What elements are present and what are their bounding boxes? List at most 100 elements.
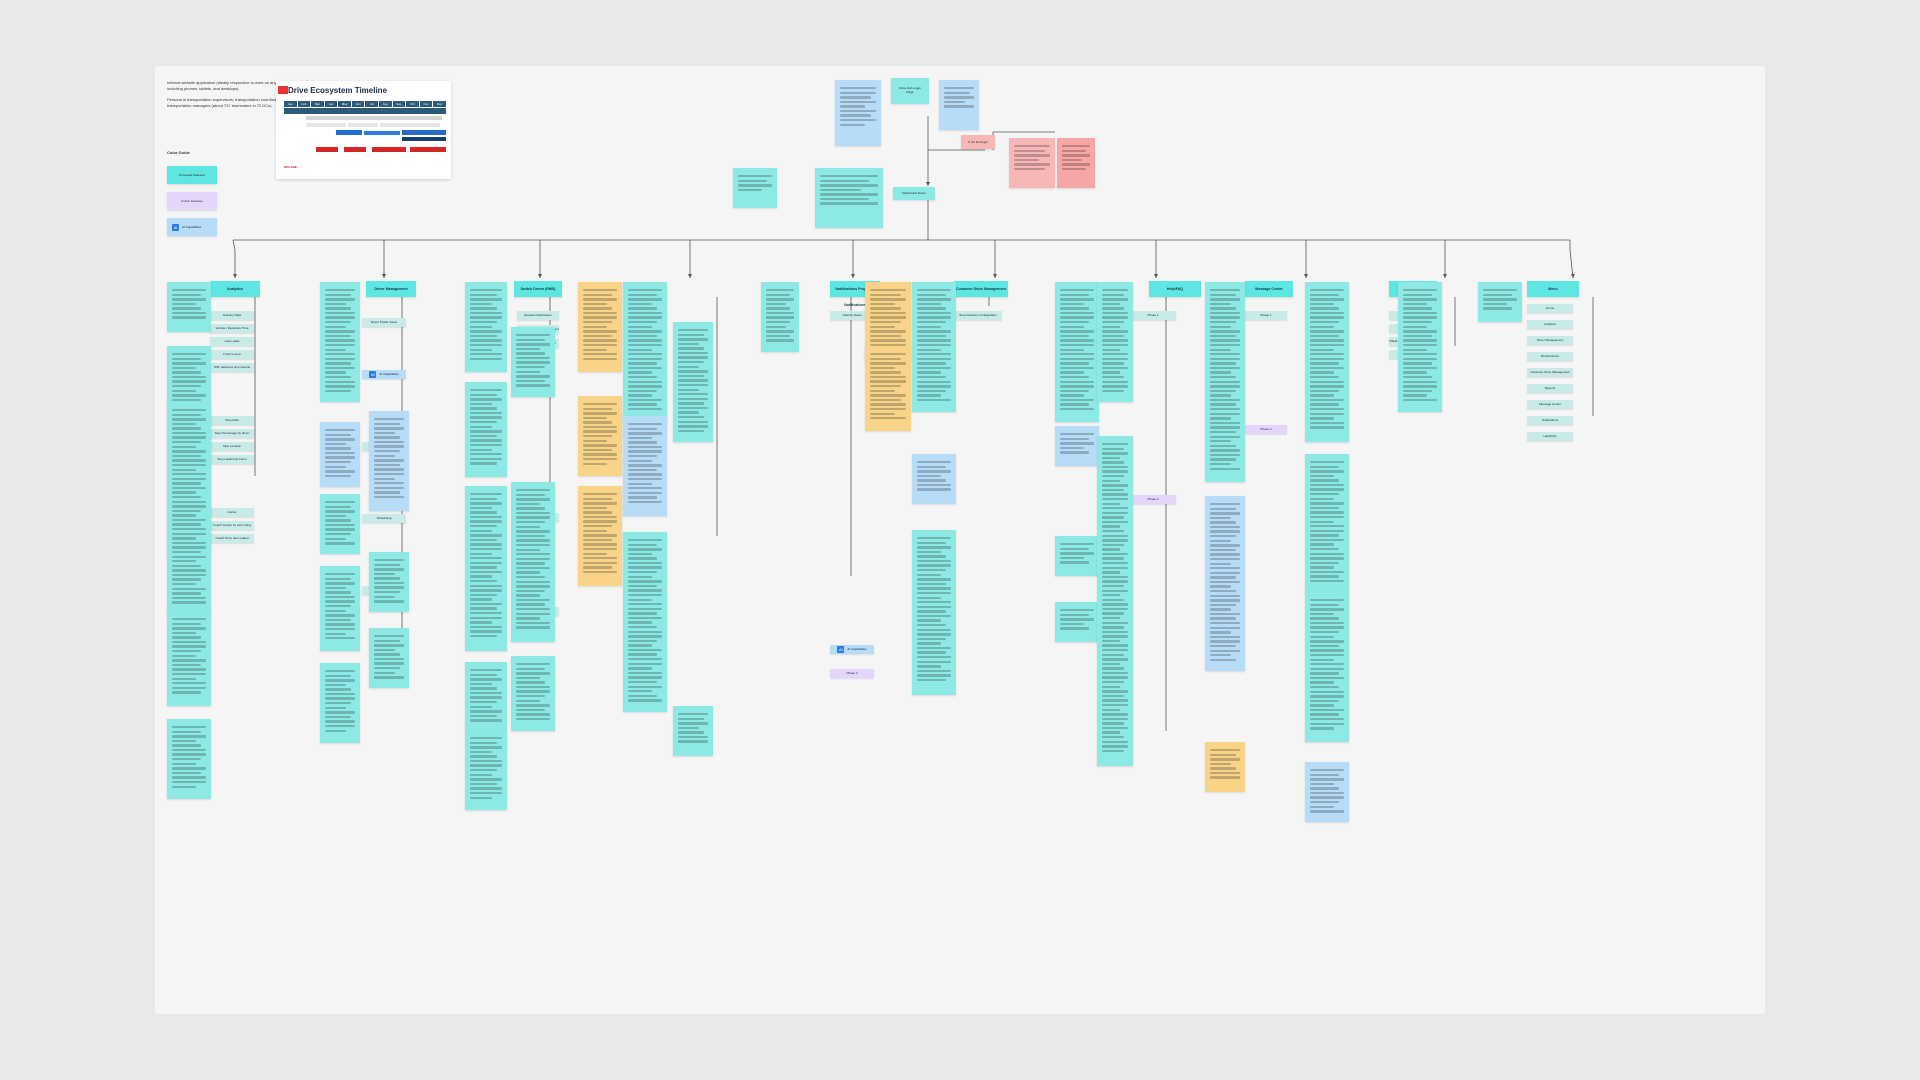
- column-item[interactable]: Coach Drive has Loaded: [210, 534, 254, 543]
- pink-note-1[interactable]: [1009, 138, 1055, 188]
- description-note[interactable]: [1205, 742, 1245, 792]
- column-item[interactable]: With delivered stop interval: [210, 363, 254, 372]
- description-note[interactable]: [1055, 426, 1099, 466]
- column-item[interactable]: Phase 2: [1130, 495, 1176, 504]
- description-note[interactable]: [167, 282, 211, 332]
- dashboard-note-1[interactable]: [733, 168, 777, 208]
- description-note[interactable]: [912, 530, 956, 695]
- description-note[interactable]: [511, 482, 555, 642]
- column-item[interactable]: Delivery Data: [210, 311, 254, 320]
- description-note[interactable]: [1055, 602, 1099, 642]
- description-note[interactable]: [578, 486, 622, 586]
- description-note[interactable]: [320, 494, 360, 554]
- column-item[interactable]: Stop Lat/Arrival Count: [210, 455, 254, 464]
- description-note[interactable]: [320, 663, 360, 743]
- description-note[interactable]: [167, 611, 211, 706]
- description-note[interactable]: [673, 322, 713, 442]
- column-item[interactable]: Stop Percentage by driver: [210, 429, 254, 438]
- description-note[interactable]: [1097, 436, 1133, 766]
- description-note[interactable]: [1305, 282, 1349, 442]
- whiteboard-canvas[interactable]: Internal website application (ideally re…: [155, 66, 1765, 1014]
- column-item[interactable]: Phase 1: [1130, 311, 1176, 320]
- description-note[interactable]: [623, 416, 667, 516]
- column-item[interactable]: Store Delivery Configuration: [954, 311, 1002, 320]
- if-not-first-login-node[interactable]: If not first login: [961, 135, 995, 149]
- dashboard-note-2[interactable]: [815, 168, 883, 228]
- column-item[interactable]: Message Center: [1527, 400, 1573, 409]
- column-item[interactable]: Truck is at pe: [210, 350, 254, 359]
- description-note[interactable]: [761, 282, 799, 352]
- column-item[interactable]: Coach Vendor by Last Using: [210, 521, 254, 530]
- pink-note-2[interactable]: [1057, 138, 1095, 188]
- description-note[interactable]: [320, 282, 360, 402]
- column-item[interactable]: Scheduling: [362, 514, 406, 523]
- description-note[interactable]: [167, 719, 211, 799]
- column-item[interactable]: Analytics: [1527, 320, 1573, 329]
- description-note[interactable]: [465, 730, 507, 810]
- description-note[interactable]: [320, 422, 360, 487]
- column-item[interactable]: Vehicle / Departure Time: [210, 324, 254, 333]
- description-note[interactable]: [1205, 282, 1245, 482]
- description-note[interactable]: [578, 282, 622, 372]
- login-page-node[interactable]: Drive Hub Login Page: [891, 78, 929, 104]
- description-note[interactable]: [673, 706, 713, 756]
- column-item[interactable]: Reports: [1527, 384, 1573, 393]
- description-note[interactable]: [865, 346, 911, 431]
- column-item[interactable]: Request Submission: [517, 311, 559, 320]
- description-note[interactable]: [1478, 282, 1522, 322]
- description-note[interactable]: [1055, 536, 1099, 576]
- description-note[interactable]: [511, 327, 555, 397]
- description-note[interactable]: [1305, 592, 1349, 742]
- description-note[interactable]: [1205, 496, 1245, 671]
- column-item[interactable]: Stop Location: [210, 442, 254, 451]
- column-item[interactable]: Late Loads: [210, 337, 254, 346]
- column-item[interactable]: Stop Data: [210, 416, 254, 425]
- description-note[interactable]: [1398, 282, 1442, 412]
- column-item[interactable]: Notifications: [1527, 416, 1573, 425]
- description-note[interactable]: [1305, 454, 1349, 594]
- timeline-month: Nov: [419, 101, 433, 107]
- description-note[interactable]: [465, 662, 507, 732]
- column-item[interactable]: Carrier: [210, 508, 254, 517]
- dashboard-home-node[interactable]: Dashboard Home: [893, 187, 935, 200]
- description-note[interactable]: [623, 282, 667, 422]
- column-item[interactable]: Customer Store Management: [1527, 368, 1573, 377]
- top-note-login[interactable]: [939, 80, 979, 130]
- description-note[interactable]: [623, 532, 667, 712]
- description-note[interactable]: [369, 411, 409, 511]
- column-item[interactable]: Phase 2: [1245, 425, 1287, 434]
- column-head-4[interactable]: Customer Store Management: [954, 281, 1008, 297]
- column-item[interactable]: Classify Notes: [830, 311, 874, 320]
- description-note[interactable]: [912, 282, 956, 412]
- description-note[interactable]: [912, 454, 956, 504]
- description-note[interactable]: [465, 282, 507, 372]
- column-item[interactable]: Driver Profile Views: [362, 318, 406, 327]
- description-note[interactable]: [465, 382, 507, 477]
- description-note[interactable]: [465, 486, 507, 651]
- column-item[interactable]: Phase 1: [1245, 311, 1287, 320]
- description-note[interactable]: [1097, 282, 1133, 402]
- column-item[interactable]: Phase 2: [830, 669, 874, 678]
- description-note[interactable]: [578, 396, 622, 476]
- description-note[interactable]: [1055, 282, 1099, 422]
- description-note[interactable]: [320, 566, 360, 651]
- column-head-6[interactable]: Message Center: [1245, 281, 1293, 297]
- description-note[interactable]: [369, 628, 409, 688]
- description-note[interactable]: [511, 656, 555, 731]
- column-item[interactable]: Home: [1527, 304, 1573, 313]
- column-head-2[interactable]: Switch Drives (RMS): [514, 281, 562, 297]
- column-item[interactable]: Driver Management: [1527, 336, 1573, 345]
- description-note[interactable]: [369, 552, 409, 612]
- column-head-0[interactable]: Analytics: [210, 281, 260, 297]
- column-head-5[interactable]: Help/FAQ: [1149, 281, 1201, 297]
- top-note-ai[interactable]: [835, 80, 881, 146]
- column-head-1[interactable]: Driver Management: [366, 281, 416, 297]
- column-item[interactable]: Help/FAQ: [1527, 432, 1573, 441]
- description-note[interactable]: [1305, 762, 1349, 822]
- description-note[interactable]: [167, 402, 211, 617]
- column-head-8[interactable]: Menu: [1527, 281, 1579, 297]
- column-item[interactable]: Rental Drives: [1527, 352, 1573, 361]
